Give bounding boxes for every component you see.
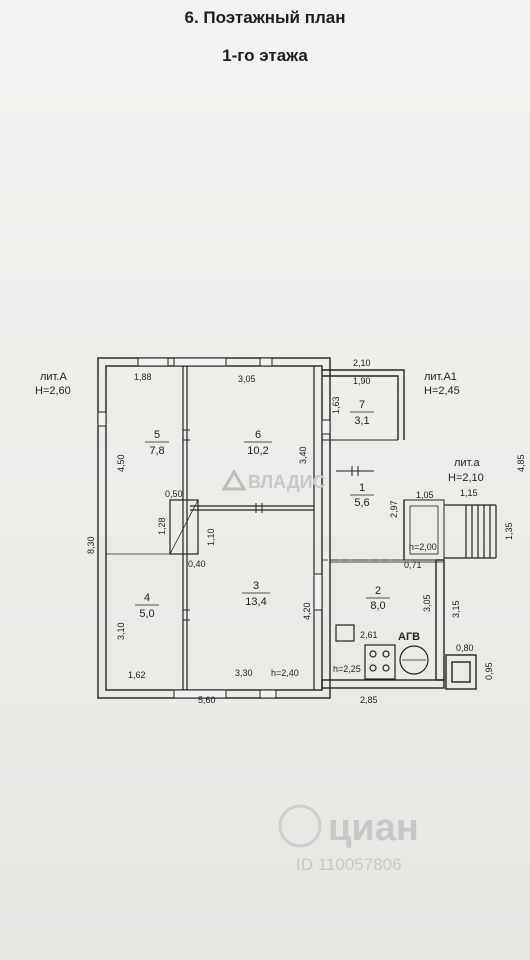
room-number: 5 [154,429,160,441]
door-marks [183,429,374,621]
cian-id-watermark: ID 110057806 [296,855,402,874]
lit-a-height: H=2,60 [35,385,71,397]
dim: 0,50 [165,489,183,499]
dimension-labels: 1,88 3,05 2,10 1,90 1,63 4,50 3,40 8,30 … [86,358,526,705]
page-subtitle: 1-го этажа [222,46,308,65]
room-area: 5,0 [139,608,154,620]
dim: 0,40 [188,559,206,569]
lit-a1-label: лит.А1 [424,371,457,383]
page-title: 6. Поэтажный план [184,8,346,27]
dim: 8,30 [86,536,96,554]
height-label: h=2,00 [409,542,437,552]
room-number: 1 [359,482,365,494]
room-number: 7 [359,399,365,411]
dim: 0,80 [456,643,474,653]
building-labels: лит.А H=2,60 лит.А1 H=2,45 лит.а H=2,10 [35,371,484,484]
vladis-logo-icon [221,469,247,491]
dim: 1,90 [353,376,371,386]
dim: 1,15 [460,488,478,498]
dim: 5,60 [198,695,216,705]
dim: 3,05 [238,374,256,384]
height-label: h=2,40 [271,668,299,678]
room-area: 13,4 [245,596,266,608]
agv-label: АГВ [398,631,420,643]
room-number: 3 [253,580,259,592]
room-labels: 1 5,6 2 8,0 3 13,4 4 5,0 5 7,8 6 10,2 7 … [135,399,390,620]
dim: 1,28 [157,517,167,535]
vladis-watermark: ВЛАДИС [248,472,326,492]
dim: 4,20 [302,602,312,620]
interior-partitions [106,366,497,690]
cian-logo-icon [278,804,322,848]
room-area: 3,1 [354,415,369,427]
dim: 3,15 [451,600,461,618]
dim: 2,85 [360,695,378,705]
room-area: 5,6 [354,497,369,509]
room-number: 2 [375,585,381,597]
room-area: 7,8 [149,445,164,457]
dim: 2,10 [353,358,371,368]
dim: 2,61 [360,630,378,640]
cian-watermark: циан [328,807,419,849]
dim: 3,30 [235,668,253,678]
lit-a-label: лит.А [40,371,67,383]
dim: 2,97 [389,500,399,518]
room-number: 6 [255,429,261,441]
dim: 0,95 [484,662,494,680]
dim: 1,35 [504,522,514,540]
dim: 4,85 [516,454,526,472]
room-area: 10,2 [247,445,268,457]
lit-a-small-label: лит.а [454,457,480,469]
lit-a1-height: H=2,45 [424,385,460,397]
dim: 3,40 [298,446,308,464]
dim: 4,50 [116,454,126,472]
dim: 1,88 [134,372,152,382]
dim: 1,10 [206,528,216,546]
watermarks: ВЛАДИС циан ID 110057806 [221,469,419,874]
room-area: 8,0 [370,600,385,612]
dim: 1,62 [128,670,146,680]
wall-fills [98,358,106,698]
dim: 1,63 [331,396,341,414]
height-label: h=2,25 [333,664,361,674]
dim: 3,05 [422,594,432,612]
windows [97,357,331,699]
dim: 1,05 [416,490,434,500]
lit-a-small-height: H=2,10 [448,472,484,484]
room-number: 4 [144,592,150,604]
dim: 0,71 [404,560,422,570]
dim: 3,10 [116,622,126,640]
